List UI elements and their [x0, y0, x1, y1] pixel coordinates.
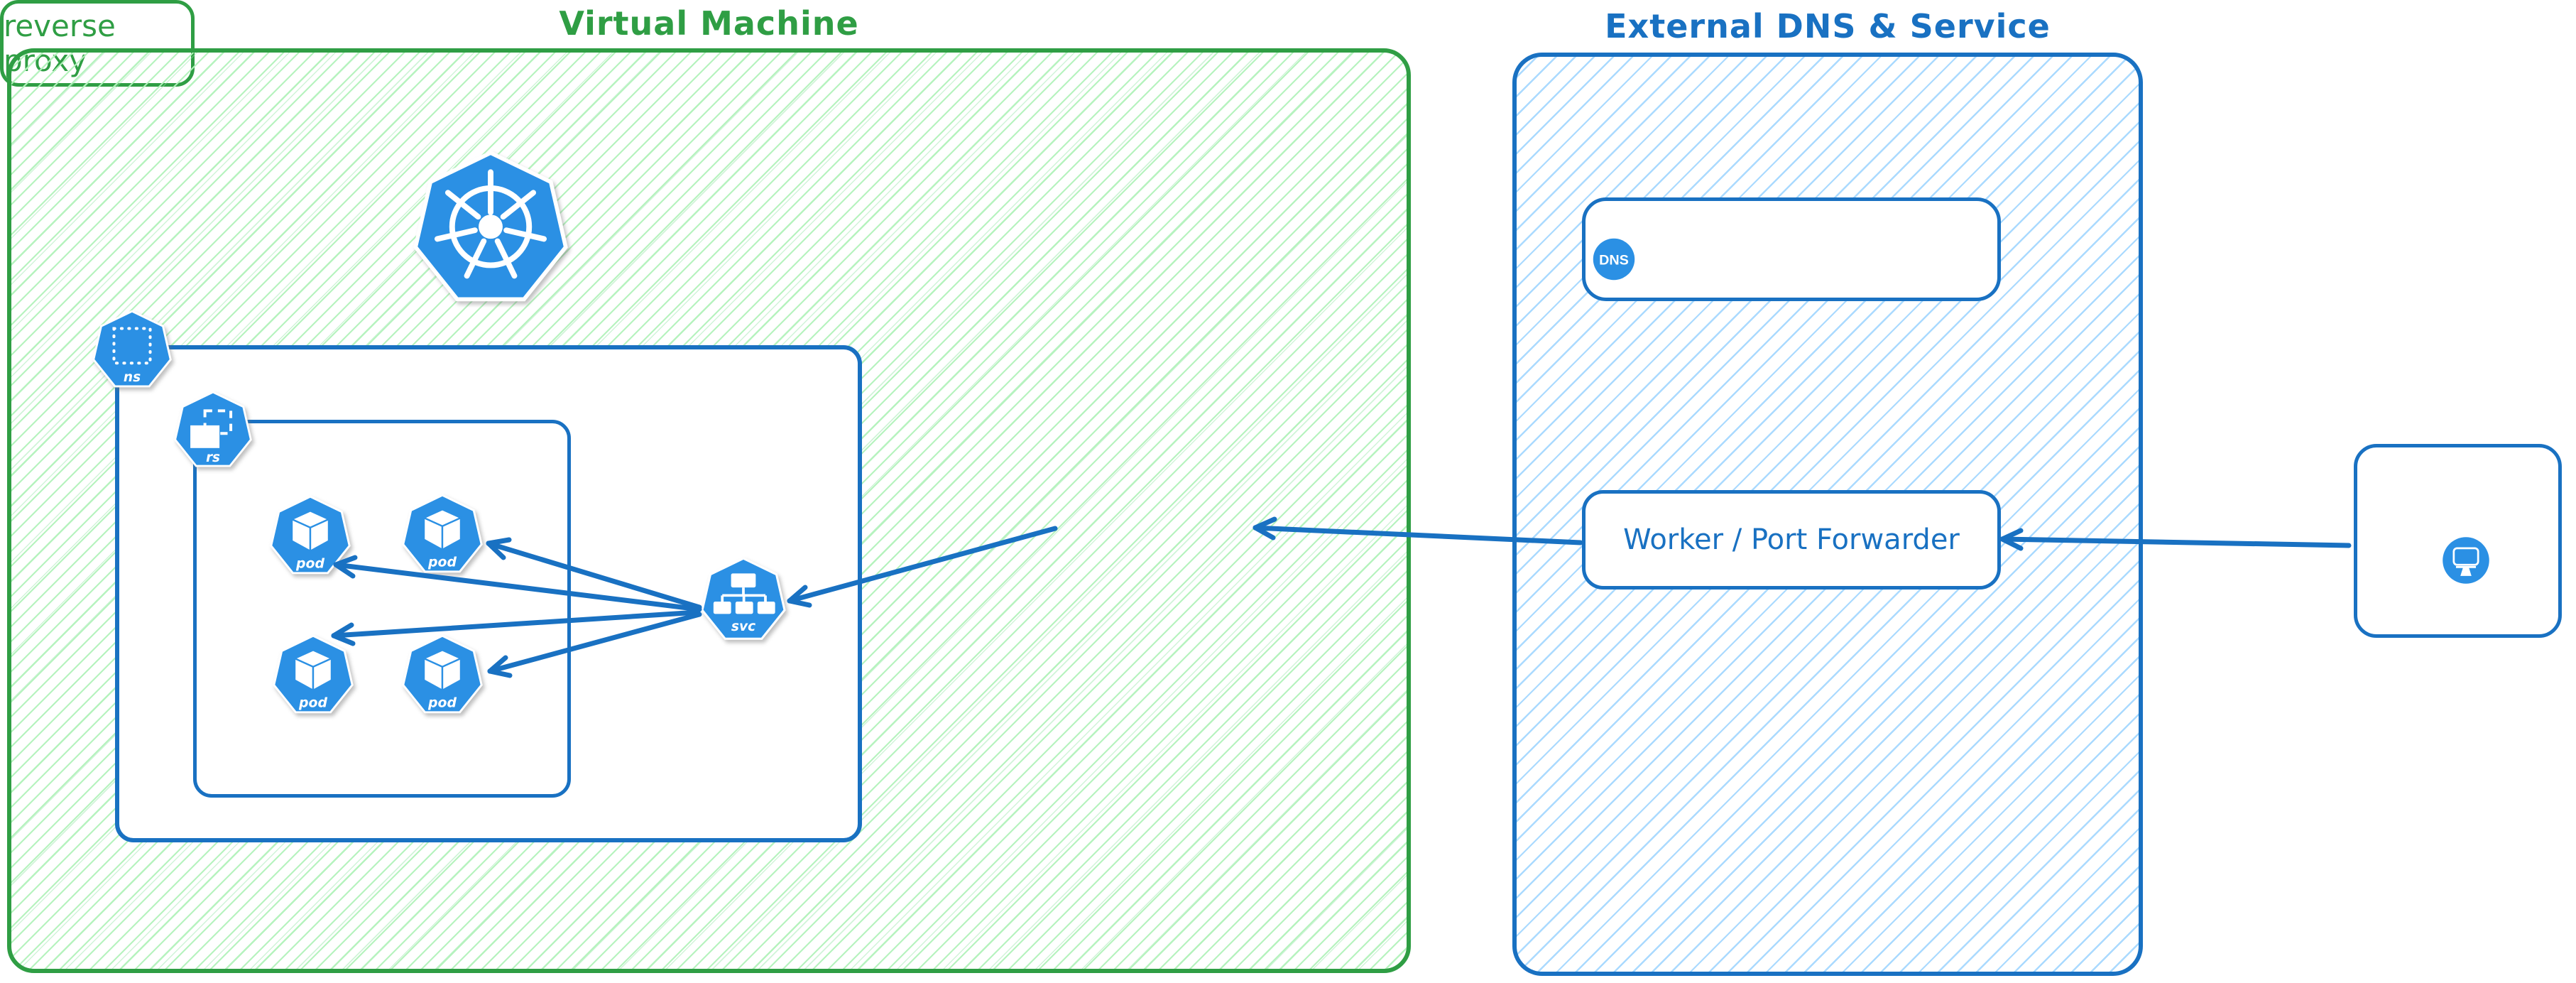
- rs-icon-label: rs: [206, 450, 220, 465]
- replicaset-icon: rs: [173, 391, 253, 472]
- dns-record-box: [1582, 197, 2001, 301]
- pod-icon-label: pod: [427, 554, 457, 570]
- replicaset-box: [193, 420, 571, 798]
- svc-icon-label: svc: [731, 619, 755, 634]
- pod-icon-label: pod: [295, 555, 324, 571]
- pod-icon-label: pod: [427, 695, 457, 710]
- service-icon: svc: [699, 558, 787, 646]
- dns-badge-icon: DNS: [1590, 236, 1637, 283]
- monitor-icon: [2438, 533, 2494, 588]
- pod-icon: pod: [400, 494, 484, 578]
- pod-icon-label: pod: [298, 695, 327, 710]
- vm-region-title: Virtual Machine: [559, 4, 859, 43]
- namespace-icon: ns: [91, 310, 173, 393]
- pod-icon: pod: [271, 635, 355, 719]
- kubernetes-logo-icon: [410, 148, 571, 315]
- worker-port-forwarder-label: Worker / Port Forwarder: [1623, 523, 1960, 556]
- external-region-title: External DNS & Service: [1605, 7, 2051, 45]
- ns-icon-label: ns: [124, 370, 141, 385]
- pod-icon: pod: [268, 496, 352, 580]
- pod-icon: pod: [400, 635, 484, 719]
- dns-badge-label: DNS: [1599, 253, 1629, 268]
- worker-port-forwarder-box: Worker / Port Forwarder: [1582, 490, 2001, 590]
